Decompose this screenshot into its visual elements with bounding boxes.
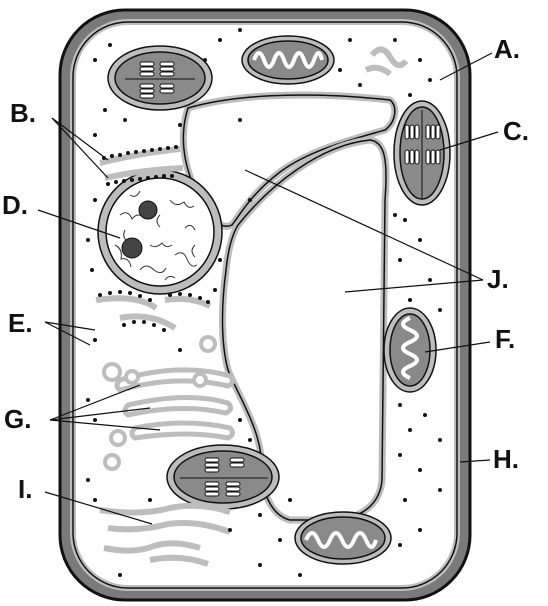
leader-b2 — [51, 117, 109, 179]
label-e: E. — [8, 308, 33, 338]
chloroplast-right — [393, 100, 451, 206]
label-g: G. — [4, 404, 32, 434]
nucleus — [97, 169, 223, 295]
leader-d — [37, 209, 121, 239]
leader-j2 — [344, 279, 484, 293]
leader-g3 — [49, 419, 161, 431]
smooth-er — [99, 502, 232, 567]
vesicles — [102, 335, 217, 471]
ribosomes-on-er — [98, 145, 210, 332]
label-c: C. — [503, 116, 529, 146]
rough-er — [95, 146, 212, 331]
leader-f — [424, 341, 491, 353]
ribosomes — [86, 28, 442, 577]
leader-g1 — [49, 384, 141, 421]
leader-lines — [37, 52, 499, 525]
label-b: B. — [10, 98, 36, 128]
leader-b1 — [51, 117, 109, 161]
leader-h — [459, 459, 491, 463]
golgi-apparatus — [114, 367, 236, 441]
leader-a — [439, 52, 493, 81]
nucleolus-2 — [121, 237, 143, 259]
leader-j1 — [244, 169, 484, 281]
mitochondrion-right — [383, 307, 437, 393]
label-i: I. — [18, 474, 33, 504]
leader-g2 — [49, 407, 151, 421]
leader-c — [439, 131, 499, 151]
mitochondrion-top — [241, 35, 335, 85]
leader-e1 — [44, 321, 96, 331]
nucleolus-1 — [138, 200, 158, 220]
label-d: D. — [2, 190, 28, 220]
chloroplast-bottom — [166, 444, 280, 510]
label-h: H. — [493, 444, 519, 474]
leader-i — [44, 491, 153, 525]
leader-e2 — [44, 321, 91, 346]
label-f: F. — [495, 324, 516, 354]
mitochondrion-bottom — [294, 511, 392, 565]
chloroplast-top-left — [107, 45, 213, 111]
label-j: J. — [487, 264, 509, 294]
label-a: A. — [494, 34, 520, 64]
